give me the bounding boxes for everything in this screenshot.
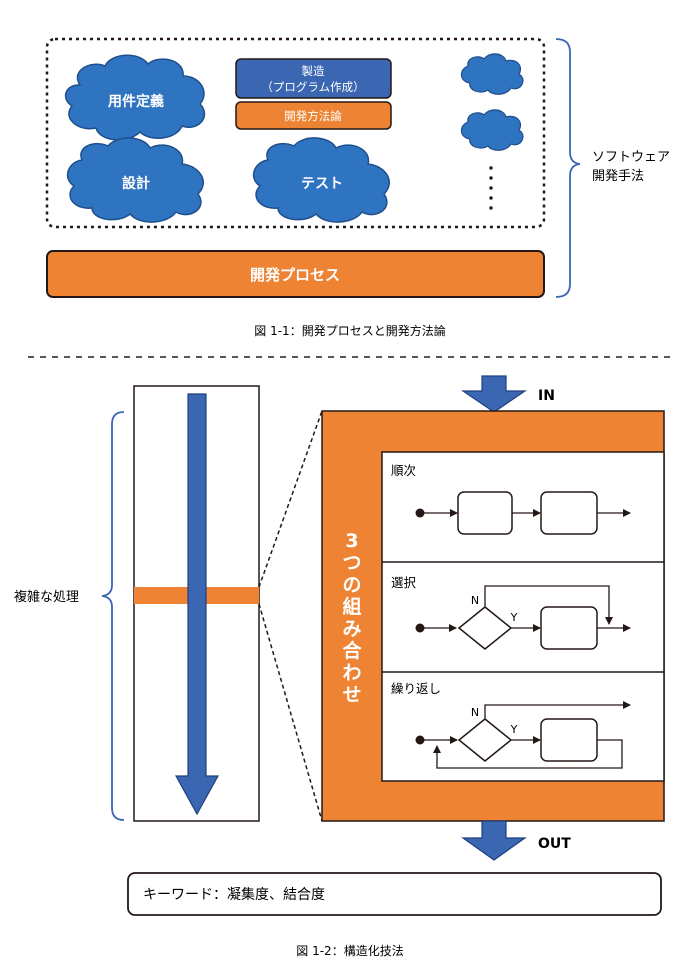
repeat-branch-n: N xyxy=(471,706,479,719)
svg-text:の: の xyxy=(342,574,361,596)
keyword-text: キーワード：凝集度、結合度 xyxy=(143,886,325,903)
complex-process-label: 複雑な処理 xyxy=(14,589,79,605)
panel-repeat: 繰り返し N Y xyxy=(391,681,631,769)
box-methodology: 開発方法論 xyxy=(235,101,392,130)
methodology-label: 開発方法論 xyxy=(284,109,342,123)
ellipsis-dots xyxy=(489,166,493,210)
right-brace xyxy=(555,38,581,298)
cloud-test: テスト xyxy=(252,137,390,223)
out-arrow xyxy=(461,820,527,861)
cloud-label-design: 設計 xyxy=(122,175,150,192)
out-label: OUT xyxy=(538,836,571,852)
manufacturing-label-line1: 製造 xyxy=(302,64,325,78)
selection-branch-y: Y xyxy=(510,611,518,624)
svg-text:3: 3 xyxy=(345,530,358,552)
manufacturing-label-line2: （プログラム作成） xyxy=(261,80,364,94)
small-cloud-1 xyxy=(460,53,524,95)
small-cloud-2 xyxy=(460,109,524,151)
panel-sequence-title: 順次 xyxy=(391,463,416,478)
zoom-line-top xyxy=(258,410,323,588)
panel-selection-title: 選択 xyxy=(391,575,417,590)
figure-1-2: 複雑な処理 IN 3 つ の 組 み 合 わ せ 順次 xyxy=(14,375,665,958)
figure-1-1-caption: 図 1-1：開発プロセスと開発方法論 xyxy=(254,323,445,338)
process-bar-label: 開発プロセス xyxy=(250,266,340,284)
brace-label-line2: 開発手法 xyxy=(592,169,644,184)
panel-selection: 選択 N Y xyxy=(391,575,631,650)
flow-down-arrow xyxy=(174,393,220,816)
svg-text:わ: わ xyxy=(342,662,361,684)
cloud-design: 設計 xyxy=(66,137,204,223)
cloud-label-requirements: 用件定義 xyxy=(108,93,164,110)
keyword-box xyxy=(127,872,662,916)
left-brace xyxy=(101,411,125,821)
figure-1-2-caption: 図 1-2：構造化技法 xyxy=(296,944,403,958)
svg-text:つ: つ xyxy=(342,552,361,574)
svg-text:合: 合 xyxy=(342,639,362,662)
svg-text:組: 組 xyxy=(342,595,361,618)
svg-text:み: み xyxy=(342,618,361,640)
cloud-label-test: テスト xyxy=(301,176,343,192)
figure-1-1: 用件定義 設計 テスト 製造 （プログラム作 xyxy=(45,37,670,338)
repeat-branch-y: Y xyxy=(510,723,518,736)
methods-dotted-frame xyxy=(45,37,546,229)
selection-branch-n: N xyxy=(471,594,479,607)
box-manufacturing: 製造 （プログラム作成） xyxy=(235,58,392,99)
vertical-label-combination: 3 つ の 組 み 合 わ せ xyxy=(342,530,362,706)
panel-repeat-title: 繰り返し xyxy=(391,681,441,696)
in-label: IN xyxy=(538,388,555,404)
brace-label-line1: ソフトウェア xyxy=(592,150,670,165)
combination-inner xyxy=(381,451,665,782)
svg-text:せ: せ xyxy=(342,684,361,706)
in-arrow xyxy=(461,375,527,413)
process-bar: 開発プロセス xyxy=(46,250,545,298)
cloud-requirements: 用件定義 xyxy=(64,54,206,141)
panel-sequence: 順次 xyxy=(391,463,631,535)
zoom-line-bottom xyxy=(258,603,323,822)
